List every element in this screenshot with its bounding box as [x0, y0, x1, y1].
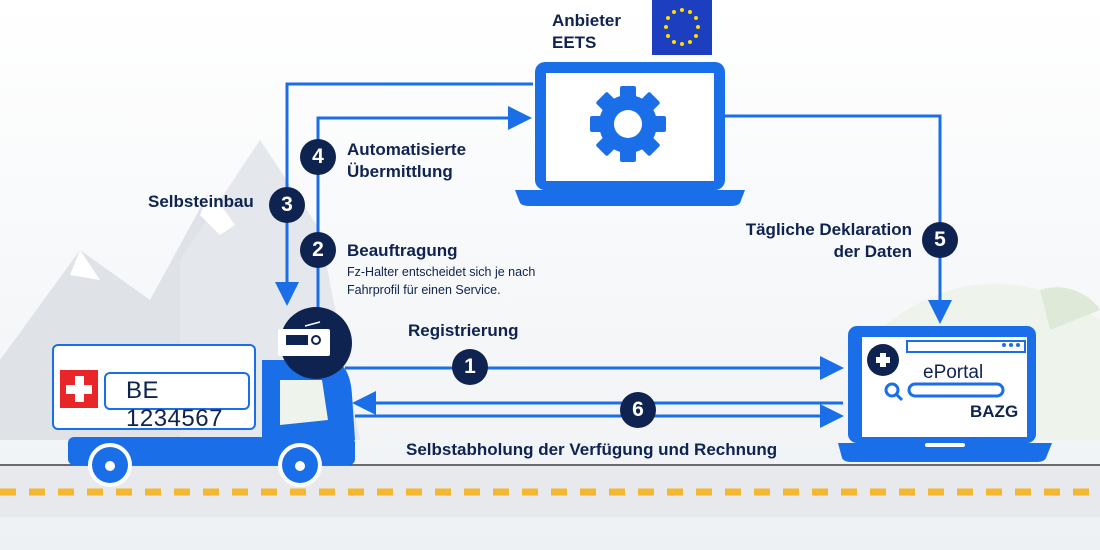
swiss-flag-icon — [60, 370, 98, 408]
step-1-badge: 1 — [452, 349, 488, 385]
wheel — [88, 443, 132, 487]
step-1-label: Registrierung — [408, 321, 519, 340]
flow-arrows — [275, 82, 952, 428]
step-5-badge: 5 — [922, 222, 958, 258]
step-3-label: Selbsteinbau — [148, 192, 254, 211]
road — [0, 464, 1100, 517]
search-icon — [884, 382, 904, 402]
license-plate: BE 1234567 — [104, 372, 250, 432]
portal-title: ePortal — [923, 362, 984, 383]
step-3-badge: 3 — [269, 187, 305, 223]
eu-flag-icon — [652, 0, 712, 55]
portal-brand: BAZG — [970, 402, 1019, 421]
provider-laptop — [515, 62, 745, 206]
gear-icon — [590, 86, 666, 162]
step-6-badge: 6 — [620, 392, 656, 428]
step-4-badge: 4 — [300, 139, 336, 175]
step-2-badge: 2 — [300, 232, 336, 268]
obu-device-icon — [278, 307, 352, 379]
arrow-selbsteinbau — [275, 82, 533, 306]
eportal-laptop — [838, 326, 1052, 462]
wheel — [278, 443, 322, 487]
search-bar — [907, 382, 1005, 398]
step-6-label: Selbstabholung der Verfügung und Rechnun… — [406, 440, 778, 459]
bazg-seal-icon — [867, 344, 899, 376]
step-2-label: Beauftragung — [347, 241, 458, 260]
